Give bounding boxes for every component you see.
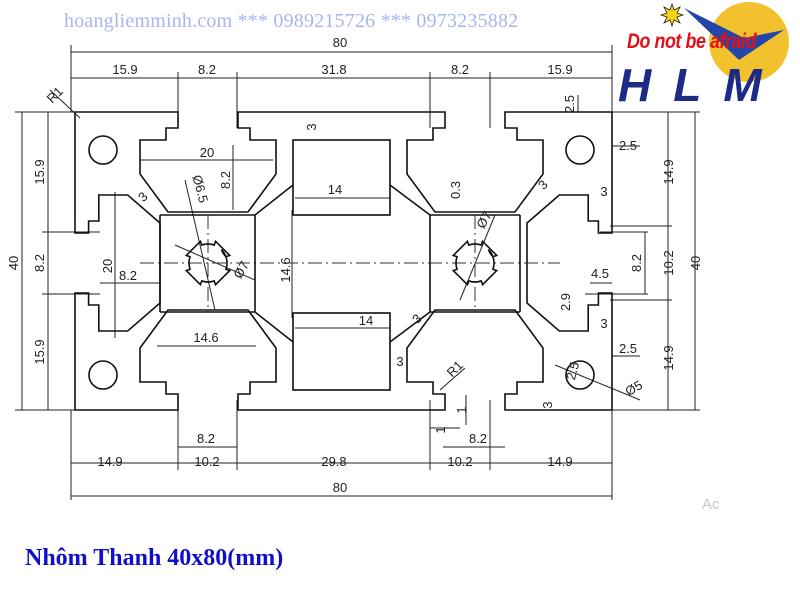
- dim-detail: Ø5: [622, 377, 645, 399]
- bird-icon: [684, 8, 784, 60]
- logo-letters: HLM: [618, 59, 784, 111]
- dim-top: 31.8: [321, 62, 346, 77]
- dim-bottom: 14.9: [547, 454, 572, 469]
- dim-right: 10.2: [661, 250, 676, 275]
- center-bore-left: [184, 239, 232, 287]
- corner-hole: [565, 135, 595, 165]
- channel-bottom: [292, 312, 391, 391]
- left-hub-web: [159, 184, 294, 343]
- right-hub-web: [389, 184, 521, 343]
- logo-slogan: Do not be afraid: [627, 30, 757, 53]
- dim-top: 8.2: [451, 62, 469, 77]
- dim-detail: 14.6: [278, 257, 293, 282]
- dim-detail: 1: [433, 426, 448, 433]
- dim-bottom: 10.2: [447, 454, 472, 469]
- dim-detail: 3: [396, 354, 403, 369]
- dim-right-overall: 40: [688, 256, 703, 270]
- contact-watermark: hoangliemminh.com *** 0989215726 *** 097…: [64, 10, 519, 32]
- star-icon: [659, 2, 685, 28]
- center-bore-right: [451, 239, 499, 287]
- dim-detail: 20: [200, 145, 214, 160]
- dim-detail: R1: [44, 84, 66, 106]
- dimension-lines: [15, 45, 700, 500]
- dim-right-slot: 8.2: [629, 254, 644, 272]
- dim-detail: 8.2: [119, 268, 137, 283]
- dim-detail: 14.6: [193, 330, 218, 345]
- dim-top: 8.2: [198, 62, 216, 77]
- dim-overall-width: 80: [333, 35, 347, 50]
- dim-bottom: 10.2: [194, 454, 219, 469]
- channel-top: [292, 139, 391, 216]
- profile-outline: [74, 111, 613, 411]
- dim-bottom: 14.9: [97, 454, 122, 469]
- dim-overall-width-bottom: 80: [333, 480, 347, 495]
- dim-left: 15.9: [32, 159, 47, 184]
- dim-detail: 0.3: [448, 181, 463, 199]
- dim-detail: 3: [540, 401, 555, 408]
- dim-detail: 2.5: [619, 138, 637, 153]
- hlm-logo: [659, 2, 789, 82]
- dim-detail: 8.2: [197, 431, 215, 446]
- overlay-text: Ac: [702, 496, 720, 513]
- centerlines: [140, 215, 560, 312]
- corner-hole: [565, 360, 595, 390]
- dim-detail: 20: [100, 259, 115, 273]
- corner-hole: [88, 360, 118, 390]
- dim-detail: Ø6.5: [189, 173, 211, 204]
- dim-left: 8.2: [32, 254, 47, 272]
- dim-detail: 14: [359, 313, 373, 328]
- dim-detail: 2.5: [619, 341, 637, 356]
- dim-detail: 3: [600, 184, 607, 199]
- aluminum-profile: [74, 111, 613, 411]
- dim-top: 15.9: [112, 62, 137, 77]
- dim-detail: 3: [600, 316, 607, 331]
- dim-detail: 2.9: [558, 293, 573, 311]
- dim-detail: 14: [328, 182, 342, 197]
- dim-detail: 2.5: [563, 360, 582, 381]
- dim-detail: 8.2: [218, 171, 233, 189]
- dim-detail: 3: [409, 311, 425, 327]
- corner-hole: [88, 135, 118, 165]
- dim-detail: 3: [535, 177, 551, 193]
- dim-top: 15.9: [547, 62, 572, 77]
- dim-left: 15.9: [32, 339, 47, 364]
- dim-detail: 8.2: [469, 431, 487, 446]
- dim-right: 14.9: [661, 159, 676, 184]
- dim-detail: 4.5: [591, 266, 609, 281]
- dim-detail: 2.5: [562, 95, 577, 113]
- dim-detail: R1: [444, 358, 466, 380]
- dim-right: 14.9: [661, 345, 676, 370]
- dim-detail: 1: [454, 406, 469, 413]
- caption: Nhôm Thanh 40x80(mm): [25, 545, 284, 571]
- dim-detail: 3: [304, 123, 319, 130]
- dim-bottom: 29.8: [321, 454, 346, 469]
- dim-left-overall: 40: [6, 256, 21, 270]
- dimension-labels: 80 15.9 8.2 31.8 8.2 15.9 14.9 10.2 29.8…: [6, 35, 703, 495]
